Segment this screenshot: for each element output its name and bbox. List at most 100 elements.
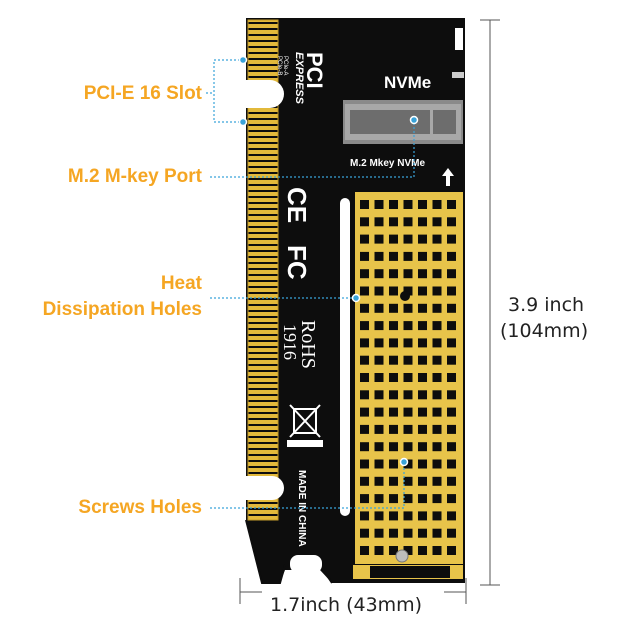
heat-hole [418, 528, 427, 538]
heat-hole [403, 511, 413, 521]
heat-hole [374, 442, 384, 452]
heat-hole [389, 511, 398, 521]
heat-hole [360, 546, 369, 555]
heat-hole [447, 528, 456, 538]
heat-hole [432, 459, 442, 469]
heat-hole [432, 511, 442, 521]
heat-hole [447, 251, 456, 261]
heat-hole [374, 355, 384, 365]
heat-hole [403, 442, 413, 452]
heat-hole [360, 528, 369, 538]
heat-hole [432, 269, 442, 279]
heat-hole [432, 407, 442, 417]
heat-hole [403, 494, 413, 504]
heat-hole [403, 459, 413, 469]
heat-hole [360, 200, 369, 209]
heat-hole [389, 407, 398, 417]
callout-heat-line1: Heat [160, 273, 202, 294]
m2-slot-label: M.2 Mkey NVMe [350, 158, 425, 169]
heat-hole [447, 373, 456, 382]
heat-hole [360, 269, 369, 279]
heat-hole [403, 321, 413, 331]
heat-hole [389, 338, 398, 348]
heat-hole [360, 303, 369, 313]
heat-hole [418, 355, 427, 365]
heat-hole [403, 200, 413, 209]
heat-hole [374, 303, 384, 313]
heat-hole [432, 338, 442, 348]
heat-hole [432, 234, 442, 244]
heat-hole [389, 424, 398, 434]
heat-hole [432, 251, 442, 261]
heat-hole [432, 373, 442, 382]
heat-hole [374, 200, 384, 209]
pin-label-a: PCIe-A [282, 56, 288, 75]
heat-hole [418, 234, 427, 244]
heat-hole [447, 459, 456, 469]
heat-hole [418, 200, 427, 209]
heat-hole [403, 546, 413, 555]
heat-hole [447, 321, 456, 331]
heat-hole [360, 338, 369, 348]
heat-hole [389, 303, 398, 313]
heat-hole [432, 442, 442, 452]
heat-hole [418, 338, 427, 348]
leader-dot [399, 457, 409, 467]
heat-hole [447, 200, 456, 209]
heat-hole [447, 424, 456, 434]
heat-hole [374, 459, 384, 469]
heat-hole [432, 476, 442, 486]
heat-hole [389, 494, 398, 504]
heat-hole [447, 442, 456, 452]
heat-hole [418, 511, 427, 521]
bracket-tail [245, 519, 333, 584]
capacitor [455, 28, 463, 50]
heat-hole [403, 269, 413, 279]
heat-hole [389, 355, 398, 365]
heat-hole [374, 407, 384, 417]
heat-hole [360, 459, 369, 469]
heat-hole [418, 251, 427, 261]
heat-hole [447, 234, 456, 244]
heat-hole [432, 303, 442, 313]
height-dimension-line2: (104mm) [500, 320, 589, 342]
heat-hole [447, 269, 456, 279]
heat-hole [432, 528, 442, 538]
heat-hole [360, 390, 369, 400]
heat-hole [447, 546, 456, 555]
heat-hole [418, 424, 427, 434]
leader-lines [206, 59, 415, 509]
ce-mark: CE [282, 187, 312, 223]
heat-hole [432, 200, 442, 209]
heat-hole [418, 442, 427, 452]
heat-hole [374, 269, 384, 279]
heat-hole [389, 269, 398, 279]
heat-hole [374, 338, 384, 348]
heat-hole [432, 321, 442, 331]
pin-label-b: PCIe-B [276, 56, 282, 75]
heat-hole [447, 390, 456, 400]
heat-hole [389, 234, 398, 244]
heat-hole [418, 269, 427, 279]
rohs-code: 1916 [280, 324, 300, 360]
heat-hole [389, 251, 398, 261]
heat-hole [389, 528, 398, 538]
heat-hole [360, 321, 369, 331]
heat-hole [374, 286, 384, 296]
heat-hole [389, 476, 398, 486]
callout-pcie-slot: PCI-E 16 Slot [83, 83, 202, 104]
heat-hole [360, 217, 369, 227]
heat-hole [403, 355, 413, 365]
heat-hole [374, 528, 384, 538]
heat-hole [432, 355, 442, 365]
leader-dot [409, 115, 419, 125]
leader-dot [238, 55, 248, 65]
heat-hole [389, 321, 398, 331]
heat-dissipation-area [340, 192, 463, 579]
connector-notch-bottom [226, 476, 284, 500]
heat-hole [403, 528, 413, 538]
heat-hole [389, 546, 398, 555]
heat-hole [360, 476, 369, 486]
heat-hole [360, 407, 369, 417]
heat-hole [389, 217, 398, 227]
